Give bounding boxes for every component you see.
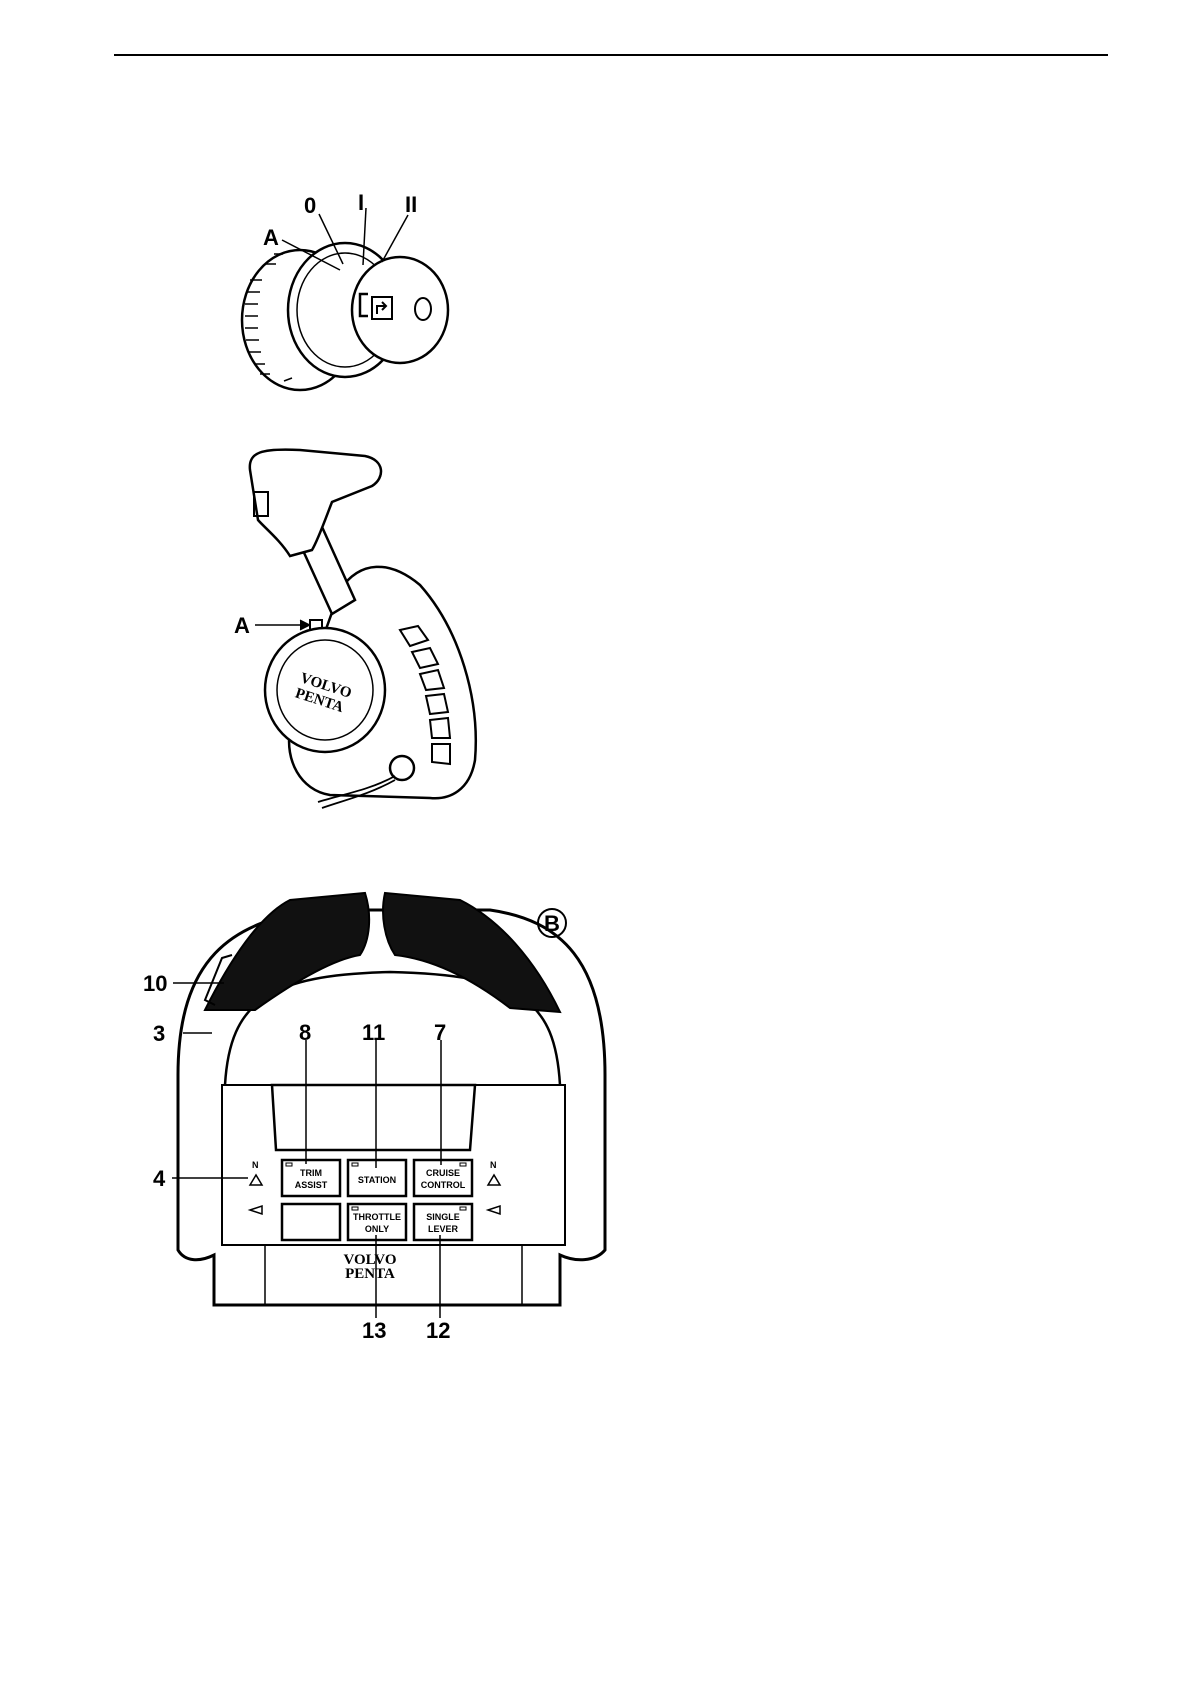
switch-position-i: I xyxy=(358,190,364,215)
callout-13: 13 xyxy=(362,1318,386,1343)
callout-10: 10 xyxy=(143,971,167,996)
figure-badge-letter: B xyxy=(544,911,560,936)
neutral-label-left: N xyxy=(252,1160,259,1170)
cruise-control-label-2: CONTROL xyxy=(421,1180,466,1190)
callout-12: 12 xyxy=(426,1318,450,1343)
single-lever-label-1: SINGLE xyxy=(426,1212,460,1222)
lever-handle xyxy=(250,450,381,556)
switch-position-0: 0 xyxy=(304,193,316,218)
callout-8: 8 xyxy=(299,1020,311,1045)
callout-7: 7 xyxy=(434,1020,446,1045)
panel-brand-penta: PENTA xyxy=(345,1266,395,1282)
station-label: STATION xyxy=(358,1175,396,1185)
callout-3: 3 xyxy=(153,1021,165,1046)
trim-assist-label-2: ASSIST xyxy=(295,1180,328,1190)
trim-assist-label-1: TRIM xyxy=(300,1168,322,1178)
key-head xyxy=(352,257,448,363)
single-lever-label-2: LEVER xyxy=(428,1224,459,1234)
callout-11: 11 xyxy=(362,1020,385,1045)
control-lever-figure xyxy=(250,450,476,808)
lever-callout-a: A xyxy=(234,613,250,638)
lever-leader-arrow xyxy=(300,620,310,630)
switch-callout-a: A xyxy=(263,225,279,250)
callout-4: 4 xyxy=(153,1166,166,1191)
cruise-control-label-1: CRUISE xyxy=(426,1168,460,1178)
neutral-label-right: N xyxy=(490,1160,497,1170)
switch-position-ii: II xyxy=(405,192,417,217)
throttle-only-label-1: THROTTLE xyxy=(353,1212,401,1222)
throttle-only-label-2: ONLY xyxy=(365,1224,389,1234)
